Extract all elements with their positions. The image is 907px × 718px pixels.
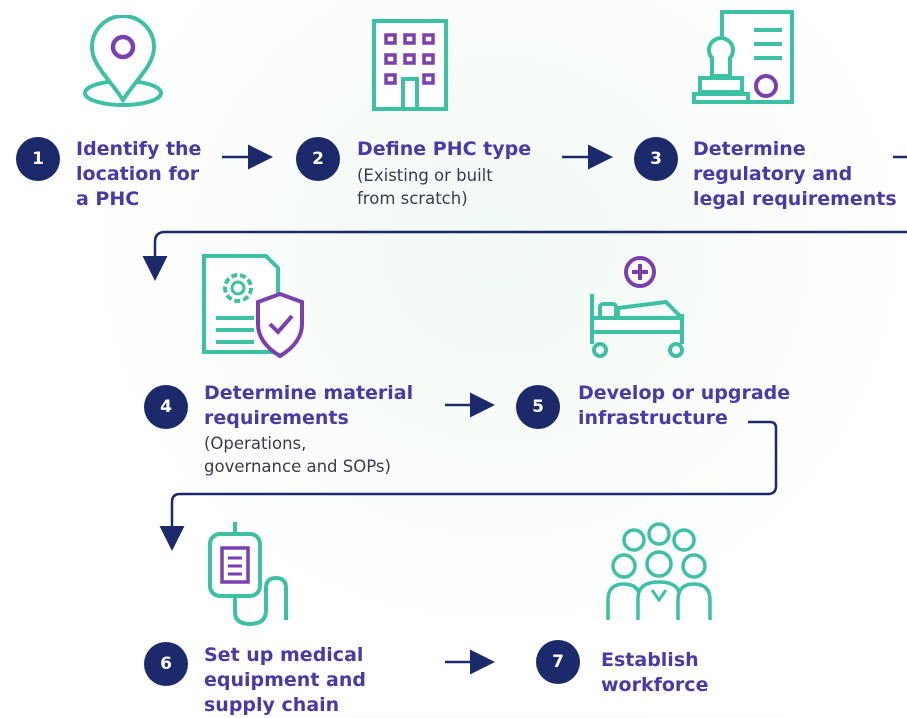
step-3-badge: 3 (634, 137, 678, 181)
step-5-badge: 5 (516, 385, 560, 429)
step-2-note: (Existing or built from scratch) (357, 166, 493, 208)
step-2-badge: 2 (296, 137, 340, 181)
step-4-title: Determine material requirements (204, 382, 414, 429)
connector-row2-row3 (159, 420, 778, 551)
step-7-badge: 7 (536, 640, 580, 684)
step-4-badge: 4 (144, 385, 188, 429)
certificate-shield-icon (202, 254, 304, 359)
step-6-badge: 6 (144, 642, 188, 686)
step-1-badge: 1 (16, 137, 60, 181)
location-pin-icon (83, 15, 163, 107)
iv-drip-icon (208, 522, 288, 627)
team-icon (606, 522, 712, 620)
step-5-title: Develop or upgrade infrastructure (578, 382, 791, 429)
license-stamp-icon (692, 10, 794, 104)
step-7-title: Establish workforce (601, 649, 709, 696)
step-3-title: Determine regulatory and legal requireme… (693, 138, 897, 210)
building-icon (372, 19, 448, 111)
step-4-note: (Operations, governance and SOPs) (204, 434, 391, 476)
step-1-title: Identify the location for a PHC (76, 138, 202, 210)
connector-row1-row2 (142, 230, 907, 281)
hospital-bed-icon (590, 256, 684, 358)
step-6-title: Set up medical equipment and supply chai… (204, 644, 366, 716)
step-2-title: Define PHC type (357, 138, 532, 160)
